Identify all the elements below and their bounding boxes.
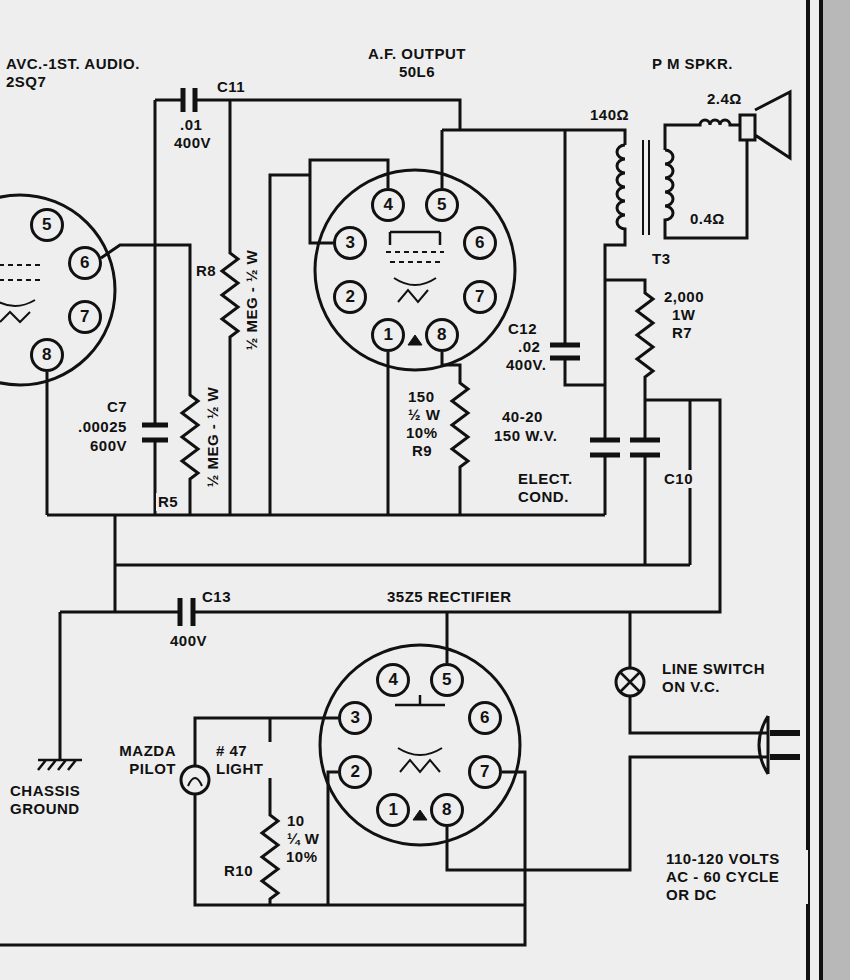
tube-envelope — [300, 40, 530, 380]
pin-number: 3 — [338, 701, 372, 735]
pin-number: 1 — [371, 318, 405, 352]
pin-number: 7 — [68, 300, 102, 334]
component-label: R10 — [222, 862, 255, 880]
pin-number: 5 — [425, 188, 459, 222]
component-label: C13 — [200, 588, 233, 606]
pin-number: 2 — [333, 280, 367, 314]
pin-text: 7 — [480, 763, 489, 781]
pin-number: 7 — [468, 755, 502, 789]
pin-number: 5 — [30, 208, 64, 242]
component-label: C7 — [105, 398, 129, 416]
component-label: .01 — [178, 116, 204, 134]
pin-text: 5 — [42, 216, 51, 234]
pin-number: 8 — [430, 793, 464, 827]
component-label: P M SPKR. — [650, 55, 735, 73]
component-label: MAZDA PILOT — [108, 742, 178, 778]
pin-text: 3 — [346, 234, 355, 252]
component-label: 1W — [670, 306, 698, 324]
component-label: C10 — [662, 470, 695, 488]
component-label: 150 W.V. — [492, 427, 560, 445]
tube-label: AVC.-1ST. AUDIO. 2SQ7 — [4, 55, 168, 91]
component-label: T3 — [650, 250, 673, 268]
component-label: 0.4Ω — [688, 210, 727, 228]
component-label: 600V — [88, 437, 129, 455]
pin-text: 5 — [442, 671, 451, 689]
component-label: 400V. — [504, 356, 548, 374]
pin-number: 3 — [333, 226, 367, 260]
pin-number: 6 — [463, 226, 497, 260]
pin-number: 1 — [376, 793, 410, 827]
pin-text: 7 — [475, 288, 484, 306]
pin-number: 8 — [425, 318, 459, 352]
component-label: 400V — [172, 134, 213, 152]
component-label: .00025 — [76, 418, 129, 436]
pin-text: 8 — [442, 801, 451, 819]
component-label: 110-120 VOLTS AC - 60 CYCLE OR DC — [664, 850, 808, 904]
component-label: 40-20 — [500, 408, 545, 426]
pin-text: 4 — [383, 196, 392, 214]
pin-number: 4 — [371, 188, 405, 222]
pin-text: 8 — [437, 326, 446, 344]
component-label: 10 — [285, 812, 307, 830]
component-label: ½ MEG - ½ W — [243, 248, 261, 353]
component-label: R8 — [194, 262, 218, 280]
component-label: 10% — [404, 424, 440, 442]
pin-text: 5 — [437, 196, 446, 214]
tube-socket: 35Z5 RECTIFIER45362718 — [300, 585, 530, 855]
pin-text: 4 — [388, 671, 397, 689]
pin-text: 2 — [351, 763, 360, 781]
component-label: 10% — [284, 848, 320, 866]
component-label: 400V — [168, 632, 209, 650]
component-label: ½ W — [406, 406, 442, 424]
pin-text: 6 — [475, 234, 484, 252]
pin-text: 6 — [80, 254, 89, 272]
pin-text: 3 — [351, 709, 360, 727]
component-label: R5 — [156, 493, 180, 511]
component-label: LINE SWITCH ON V.C. — [660, 660, 776, 696]
pin-number: 5 — [430, 663, 464, 697]
tube-socket: A.F. OUTPUT 50L6 4 5 3 6 2 7 1 8 — [300, 40, 530, 380]
component-label: ELECT. COND. — [516, 470, 592, 506]
pin-number: 7 — [463, 280, 497, 314]
component-label: 140Ω — [588, 106, 631, 124]
pin-text: 6 — [480, 709, 489, 727]
component-label: C12 — [506, 320, 539, 338]
tube-label: 35Z5 RECTIFIER — [385, 588, 579, 606]
component-label: CHASSIS GROUND — [8, 782, 108, 818]
pin-number: 2 — [338, 755, 372, 789]
pin-text: 1 — [383, 326, 392, 344]
pin-number: 6 — [468, 701, 502, 735]
pin-number: 6 — [68, 246, 102, 280]
pin-text: 7 — [80, 308, 89, 326]
component-label: 150 — [406, 388, 437, 406]
component-label: 2.4Ω — [705, 90, 744, 108]
component-label: .02 — [516, 338, 542, 356]
component-label: ½ MEG - ½ W — [204, 385, 222, 490]
component-label: # 47 LIGHT — [214, 742, 272, 778]
component-label: 2,000 — [662, 288, 706, 306]
component-label: ¼ W — [285, 830, 321, 848]
component-label: C11 — [215, 78, 247, 96]
pin-text: 8 — [42, 346, 51, 364]
tube-label: A.F. OUTPUT 50L6 — [355, 45, 479, 81]
pin-number: 8 — [30, 338, 64, 372]
pin-text: 2 — [346, 288, 355, 306]
tube-socket: AVC.-1ST. AUDIO. 2SQ7 5 6 7 8 — [0, 55, 180, 395]
pin-text: 1 — [388, 801, 397, 819]
tube-envelope — [0, 55, 180, 395]
pin-number: 4 — [376, 663, 410, 697]
component-label: R7 — [670, 324, 694, 342]
component-label: R9 — [410, 442, 434, 460]
